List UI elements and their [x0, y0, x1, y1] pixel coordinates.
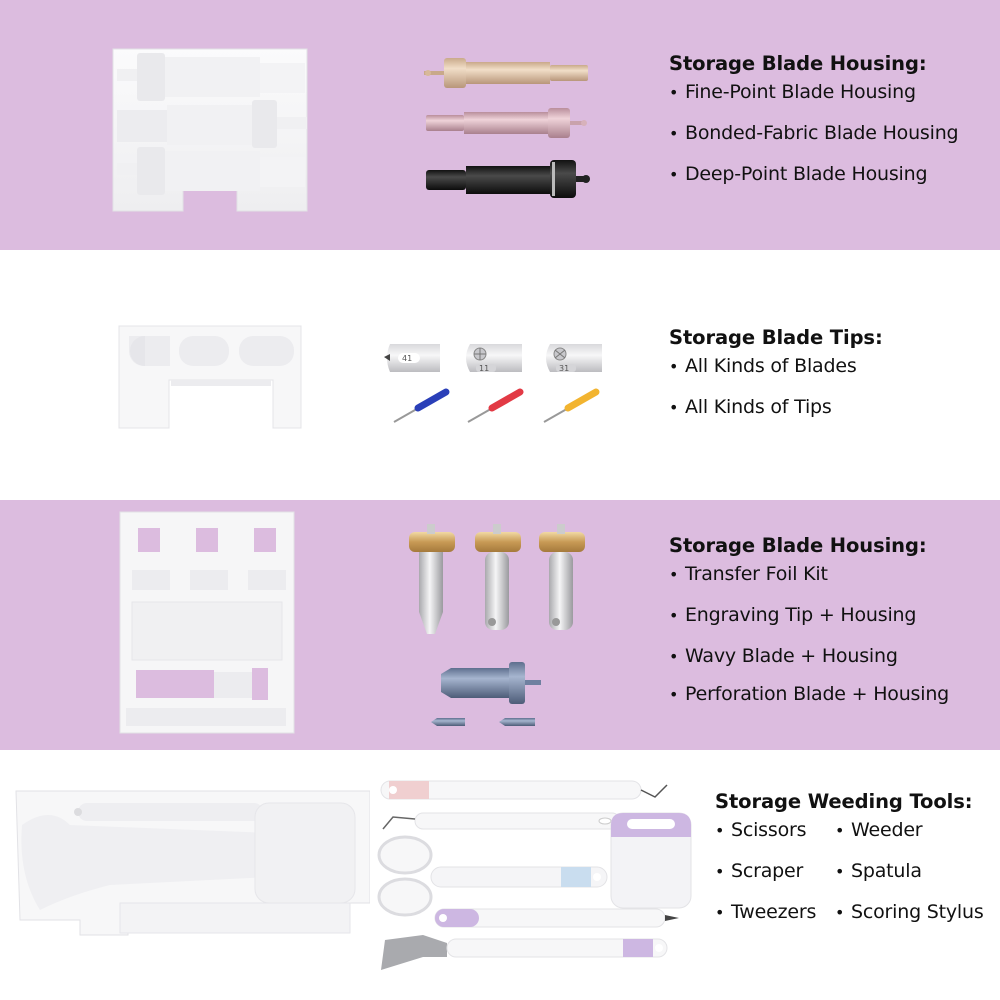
- bullet-icon: •: [715, 903, 725, 922]
- scraper: [610, 812, 692, 909]
- blade-tip-b: [499, 718, 535, 726]
- blue-housing: [441, 662, 541, 704]
- blade-blue: [393, 388, 450, 423]
- gear-tip-1: [409, 524, 455, 634]
- bullet-icon: •: [669, 647, 679, 666]
- text-block-blade-housing-2: Storage Blade Housing: •Transfer Foil Ki…: [669, 534, 949, 721]
- tip-41: 41: [384, 344, 440, 372]
- list-item: •Tweezers: [715, 901, 817, 923]
- section-heading: Storage Blade Tips:: [669, 326, 883, 349]
- list-item: •Scraper: [715, 860, 804, 882]
- section-weeding-tools: Storage Weeding Tools: •Scissors •Weeder…: [0, 750, 1000, 1000]
- tip-11: 11: [466, 344, 522, 373]
- svg-text:41: 41: [402, 354, 412, 363]
- feature-list: •Transfer Foil Kit •Engraving Tip + Hous…: [669, 563, 949, 721]
- bullet-icon: •: [715, 862, 725, 881]
- text-block-blade-tips: Storage Blade Tips: •All Kinds of Blades…: [669, 326, 883, 437]
- list-item: •Fine-Point Blade Housing: [669, 81, 916, 103]
- quick-swap-tray-image: [119, 511, 295, 734]
- blade-housing-tray-image: [112, 48, 308, 212]
- black-housing: [426, 160, 590, 198]
- engraving-wavy-perf-image: [409, 524, 585, 726]
- list-item: •Perforation Blade + Housing: [669, 683, 950, 705]
- bullet-icon: •: [715, 821, 725, 840]
- rose-housing: [426, 108, 587, 138]
- blade-tips-image: 41 11 31: [384, 344, 602, 423]
- bullet-icon: •: [669, 357, 679, 376]
- list-item: •Wavy Blade + Housing: [669, 645, 898, 667]
- section-blade-housing-2: Storage Blade Housing: •Transfer Foil Ki…: [0, 500, 1000, 750]
- tweezers: [382, 812, 621, 830]
- svg-text:11: 11: [479, 364, 489, 373]
- bullet-icon: •: [669, 83, 679, 102]
- text-block-weeding-tools: Storage Weeding Tools: •Scissors •Weeder…: [715, 790, 995, 942]
- bullet-icon: •: [669, 685, 679, 704]
- list-item: •All Kinds of Tips: [669, 396, 832, 418]
- section-blade-tips: 41 11 31: [0, 250, 1000, 500]
- list-item: •Deep-Point Blade Housing: [669, 163, 928, 185]
- list-item: •Engraving Tip + Housing: [669, 604, 917, 626]
- weeding-tool-tray-image: [15, 790, 370, 936]
- list-item: •Scoring Stylus: [835, 901, 984, 923]
- spatula: [381, 935, 668, 970]
- blade-yellow: [543, 388, 600, 423]
- bullet-icon: •: [669, 124, 679, 143]
- bullet-icon: •: [669, 165, 679, 184]
- section-heading: Storage Blade Housing:: [669, 52, 927, 75]
- svg-text:31: 31: [559, 364, 569, 373]
- scoring-stylus: [434, 908, 679, 928]
- blade-housings-image: [424, 58, 590, 198]
- list-item: •Bonded-Fabric Blade Housing: [669, 122, 959, 144]
- blade-tip-tray-image: [118, 325, 302, 429]
- bullet-icon: •: [835, 821, 845, 840]
- bullet-icon: •: [835, 903, 845, 922]
- list-item: •Weeder: [835, 819, 923, 841]
- list-item: •Spatula: [835, 860, 922, 882]
- scissors: [377, 835, 608, 917]
- section-heading: Storage Weeding Tools:: [715, 790, 973, 813]
- gear-tip-3: [539, 524, 585, 630]
- tip-31: 31: [546, 344, 602, 373]
- feature-list: •Fine-Point Blade Housing •Bonded-Fabric…: [669, 81, 959, 204]
- text-block-blade-housing-1: Storage Blade Housing: •Fine-Point Blade…: [669, 52, 959, 204]
- feature-grid: •Scissors •Weeder •Scraper •Spatula •Twe…: [715, 819, 995, 942]
- bullet-icon: •: [835, 862, 845, 881]
- weeder: [380, 780, 668, 800]
- blade-red: [467, 388, 524, 423]
- weeding-tools-image: [377, 780, 692, 970]
- list-item: •Scissors: [715, 819, 807, 841]
- bullet-icon: •: [669, 606, 679, 625]
- blade-tip-a: [431, 718, 465, 726]
- bullet-icon: •: [669, 398, 679, 417]
- feature-list: •All Kinds of Blades •All Kinds of Tips: [669, 355, 883, 437]
- bullet-icon: •: [669, 565, 679, 584]
- section-blade-housing-1: Storage Blade Housing: •Fine-Point Blade…: [0, 0, 1000, 250]
- section-heading: Storage Blade Housing:: [669, 534, 927, 557]
- gear-tip-2: [475, 524, 521, 630]
- list-item: •Transfer Foil Kit: [669, 563, 828, 585]
- gold-housing: [424, 58, 588, 88]
- list-item: •All Kinds of Blades: [669, 355, 857, 377]
